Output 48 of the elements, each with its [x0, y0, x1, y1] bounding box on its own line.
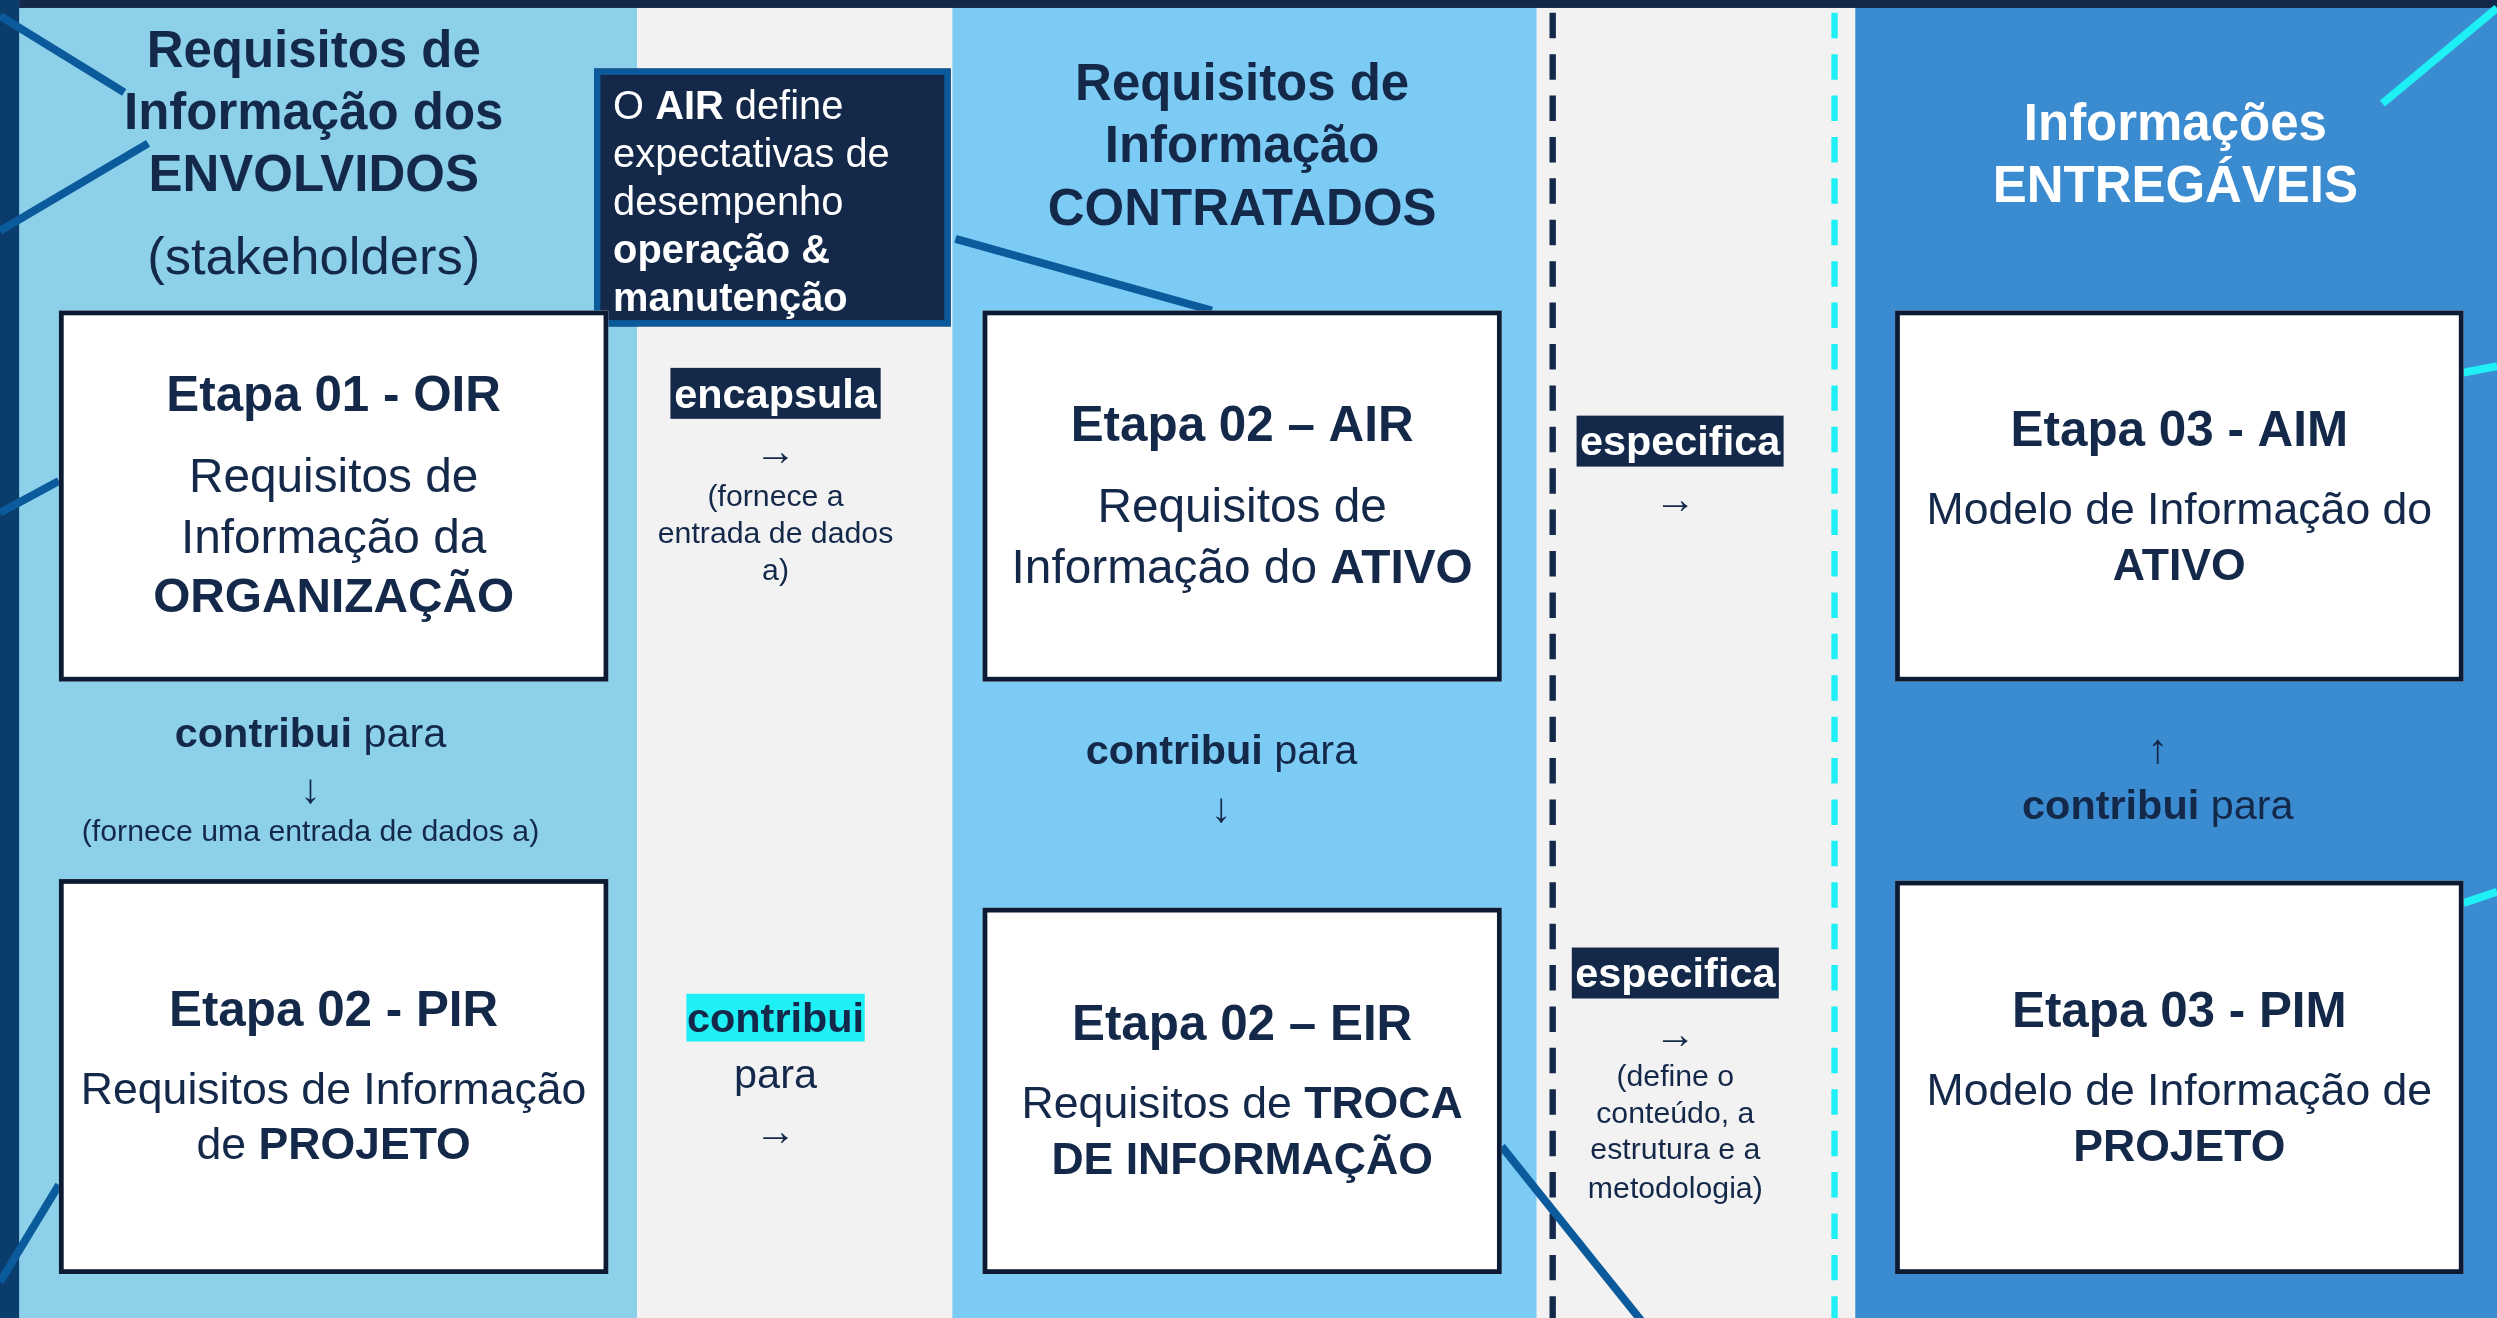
leader-line: [2379, 4, 2497, 107]
column-subheader: (stakeholders): [147, 225, 481, 288]
column-header: Informações ENTREGÁVEIS: [1991, 92, 2359, 216]
relation-label: para: [734, 1049, 817, 1098]
stage-description: Requisitos de Informação de PROJETO: [79, 1062, 588, 1171]
relation-note: (fornece a entrada de dados a): [657, 479, 894, 587]
callout-text: O AIR define expectativas de desempenho operação & manutenção: [613, 81, 891, 321]
arrow-symbol: ↑: [2147, 724, 2169, 773]
leader-line: [0, 139, 151, 235]
stage-box: [58, 879, 609, 1274]
callout-box: [594, 68, 951, 327]
stage-description: Modelo de Informação de PROJETO: [1925, 1063, 2434, 1172]
relation-label: especifica: [1576, 415, 1784, 467]
stage-box: [1895, 310, 2464, 682]
stage-title: Etapa 02 - PIR: [169, 981, 499, 1039]
arrow-symbol: ↓: [1211, 783, 1232, 832]
relation-label: contribui para: [174, 708, 447, 757]
leader-line: [0, 12, 127, 96]
leader-line: [2462, 888, 2497, 907]
stage-description: Modelo de Informação do ATIVO: [1925, 482, 2434, 591]
relation-label: contribui: [687, 993, 865, 1042]
column-header: Requisitos de Informação dos ENVOLVIDOS: [123, 19, 505, 205]
relation-note: (define o conteúdo, a estrutura e a metodologia): [1587, 1059, 1763, 1204]
relation-label: especifica: [1572, 947, 1779, 999]
stage-description: Requisitos de TROCA DE INFORMAÇÃO: [1020, 1077, 1464, 1186]
column-header: Requisitos de Informação CONTRATADOS: [1047, 54, 1437, 236]
stage-description: Requisitos de Informação do ATIVO: [1010, 478, 1474, 595]
stage-title: Etapa 01 - OIR: [166, 366, 501, 424]
leader-line: [2462, 362, 2497, 377]
stage-box: [982, 907, 1502, 1274]
stage-title: Etapa 02 – EIR: [1072, 995, 1413, 1053]
arrow-symbol: →: [754, 426, 797, 475]
stage-title: Etapa 02 – AIR: [1070, 396, 1414, 454]
arrow-symbol: →: [754, 1106, 797, 1155]
stage-title: Etapa 03 - AIM: [2010, 400, 2349, 458]
stage-description: Requisitos de Informação da ORGANIZAÇÃO: [152, 448, 516, 624]
arrow-symbol: ↓: [300, 764, 321, 813]
relation-note: (fornece uma entrada de dados a): [81, 813, 540, 848]
stage-title: Etapa 03 - PIM: [2011, 981, 2347, 1040]
arrow-symbol: →: [1654, 1009, 1696, 1058]
stage-box: [982, 310, 1502, 682]
stage-box: [58, 310, 609, 682]
relation-label: contribui para: [2022, 780, 2294, 829]
leader-line: [0, 477, 61, 517]
relation-label: contribui para: [1085, 726, 1358, 774]
relation-label: encapsula: [671, 367, 880, 419]
arrow-symbol: →: [1654, 474, 1696, 523]
stage-box: [1895, 880, 2464, 1274]
